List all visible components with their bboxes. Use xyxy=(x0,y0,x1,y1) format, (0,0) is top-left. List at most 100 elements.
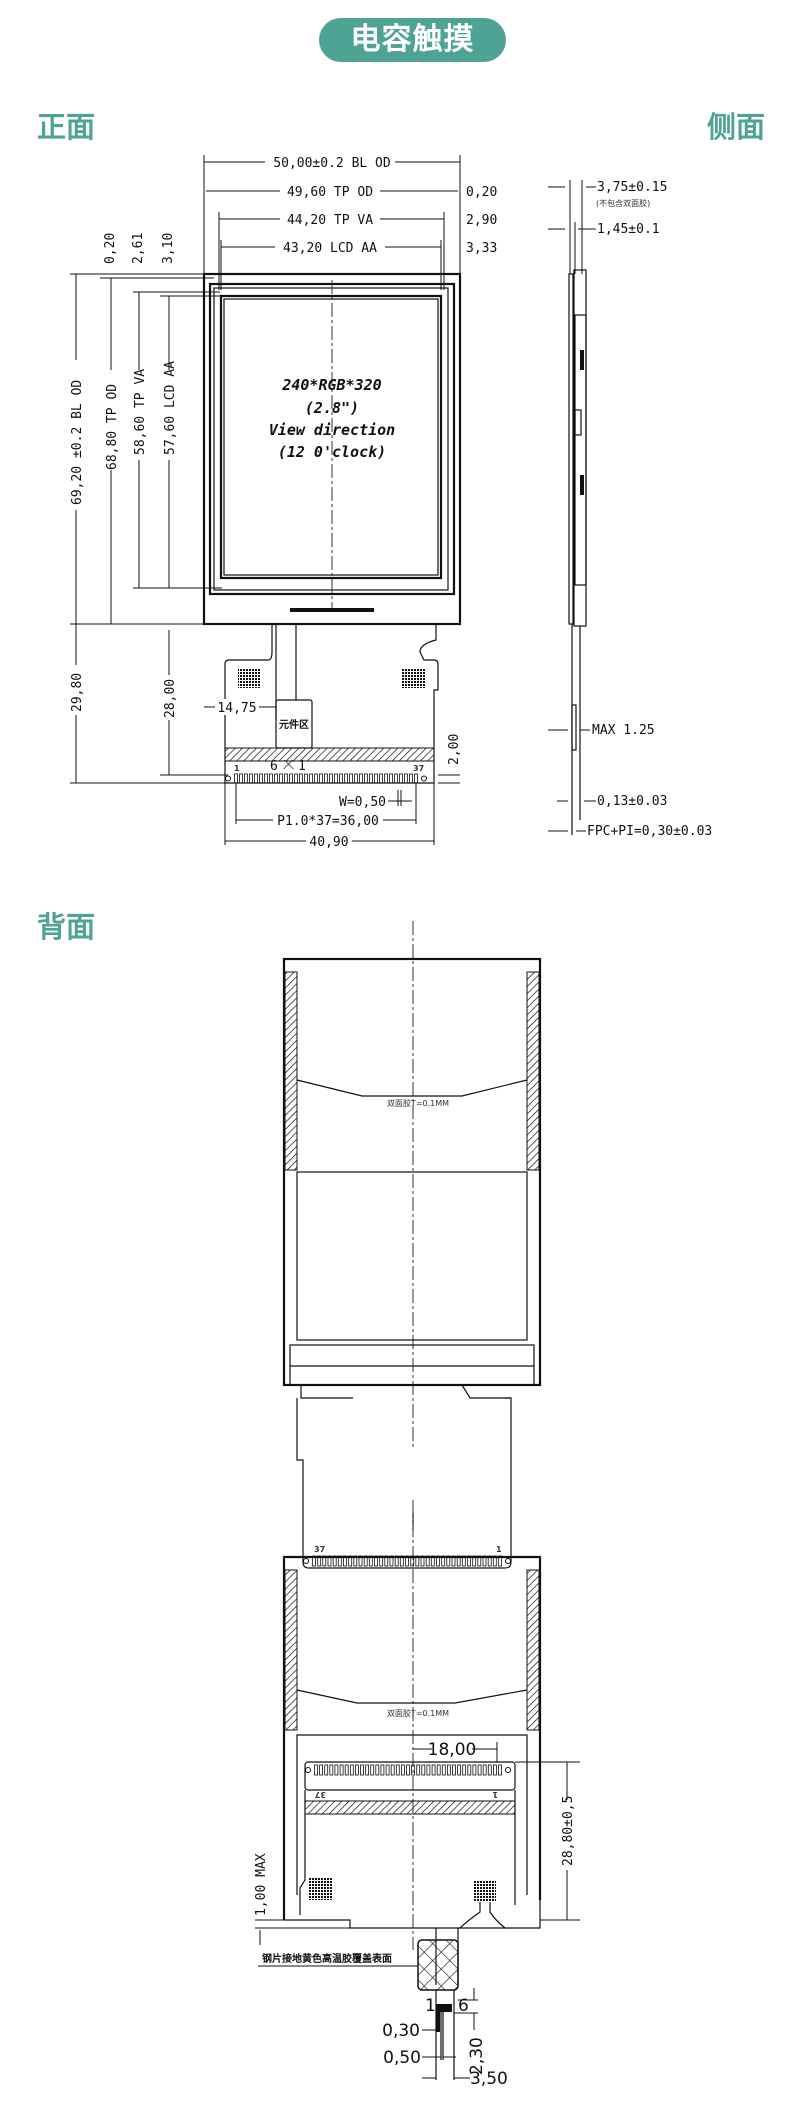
alignment-hole xyxy=(505,1558,511,1564)
connector-pin xyxy=(414,773,418,784)
front-ic-pad-right xyxy=(402,668,426,688)
connector-pin xyxy=(314,773,318,784)
connector-pin xyxy=(259,773,263,784)
dim-fpc-width: 40,90 xyxy=(309,835,348,850)
connector-pin xyxy=(389,773,393,784)
dim-lcd-aa-height: 57,60 LCD AA xyxy=(163,361,178,455)
section-back-label: 背面 xyxy=(37,910,96,944)
dim-tp-od-width: 49,60 TP OD xyxy=(287,185,373,200)
dim-18-00: 18,00 xyxy=(428,1740,477,1760)
dim-29-80: 29,80 xyxy=(70,673,85,712)
component-area-label: 元件区 xyxy=(279,718,309,731)
connector-pin xyxy=(452,1764,456,1776)
connector-pin xyxy=(329,773,333,784)
connector-pin xyxy=(349,773,353,784)
back-view-2: 双面胶T=0.1MM 37 1 18,00 28,80±0,5 1,00 MAX xyxy=(254,1500,580,1985)
front-ic-pad-left xyxy=(238,668,260,688)
screen-clock: (12 0'clock) xyxy=(278,443,386,461)
back2-pin-row xyxy=(305,1764,511,1776)
dim-left-2-61: 2,61 xyxy=(131,233,146,264)
connector-pin xyxy=(244,773,248,784)
dim-2-30: 2,30 xyxy=(467,2037,487,2075)
connector-pin xyxy=(482,1764,487,1776)
dim-left-3-10: 3,10 xyxy=(161,233,176,264)
front-view: 50,00±0.2 BL OD 49,60 TP OD 44,20 TP VA … xyxy=(68,154,497,850)
connector-pin xyxy=(264,773,268,784)
detail-pin-1: 1 xyxy=(425,1996,436,2016)
connector-pin xyxy=(329,1764,334,1776)
connector-pin xyxy=(364,773,368,784)
connector-pin xyxy=(359,773,363,784)
connector-pin xyxy=(319,1764,324,1776)
connector-pin xyxy=(467,1764,472,1776)
connector-pin xyxy=(279,773,283,784)
connector-pin xyxy=(299,773,303,784)
ground-detail: 钢片接地黄色高温胶覆盖表面 1 6 0,30 0,50 2,30 3,50 xyxy=(258,1939,508,2089)
connector-pin xyxy=(477,1764,482,1776)
dim-0-30: 0,30 xyxy=(382,2021,420,2041)
connector-pin xyxy=(365,1764,370,1776)
back1-pin-row xyxy=(303,1555,511,1567)
connector-pin xyxy=(334,1764,339,1776)
connector-pin xyxy=(416,1764,421,1776)
back1-pin-37: 37 xyxy=(314,1545,325,1554)
side-thickness: 3,75±0.15 xyxy=(597,180,667,195)
connector-pin xyxy=(239,773,243,784)
dim-tp-od-height: 68,80 TP OD xyxy=(105,384,120,470)
back1-pin-1: 1 xyxy=(496,1545,502,1554)
connector-pin xyxy=(421,1764,426,1776)
connector-pin xyxy=(354,773,358,784)
connector-pin xyxy=(360,1764,364,1776)
dim-28-00: 28,00 xyxy=(163,679,178,718)
dim-bl-od-width: 50,00±0.2 BL OD xyxy=(273,156,391,171)
connector-pin xyxy=(284,773,288,784)
side-fpc-pi: FPC+PI=0,30±0.03 xyxy=(587,824,712,839)
connector-pin xyxy=(274,773,278,784)
connector-pin xyxy=(395,1764,400,1776)
connector-pin xyxy=(492,1764,497,1776)
dim-2-00: 2,00 xyxy=(447,734,462,765)
front-mark-6: 6 xyxy=(270,759,278,774)
dim-28-80: 28,80±0,5 xyxy=(561,1796,576,1866)
front-pin-37: 37 xyxy=(413,764,424,773)
dim-lcd-aa-width: 43,20 LCD AA xyxy=(283,241,377,256)
connector-pin xyxy=(409,773,413,784)
front-mark-1: 1 xyxy=(298,759,306,774)
connector-pin xyxy=(234,773,238,784)
dim-1-00-max: 1,00 MAX xyxy=(254,1853,269,1916)
dim-right-0-20: 0,20 xyxy=(466,185,497,200)
side-view: 3,75±0.15 (不包含双面胶) 1,45±0.1 MAX 1.25 0,1… xyxy=(548,180,712,839)
back1-tape-note: 双面胶T=0.1MM xyxy=(387,1098,449,1108)
screen-view-direction: View direction xyxy=(269,421,395,439)
dim-right-3-33: 3,33 xyxy=(466,241,497,256)
connector-pin xyxy=(446,1764,451,1776)
back2-pin-1: 1 xyxy=(492,1790,498,1799)
connector-pin xyxy=(324,1764,329,1776)
connector-pin xyxy=(324,773,328,784)
alignment-hole xyxy=(303,1558,309,1564)
connector-pin xyxy=(379,773,383,784)
connector-pin xyxy=(400,1764,405,1776)
connector-pin xyxy=(354,1764,359,1776)
connector-pin xyxy=(319,773,323,784)
alignment-hole xyxy=(421,775,427,782)
back-view-1: 双面胶T=0.1MM 37 1 xyxy=(282,921,542,1569)
front-pin-1: 1 xyxy=(234,764,240,773)
connector-pin xyxy=(441,1764,446,1776)
connector-pin xyxy=(349,1764,354,1776)
connector-pin xyxy=(380,1764,385,1776)
connector-pin xyxy=(249,773,253,784)
side-max: MAX 1.25 xyxy=(592,723,655,738)
connector-pin xyxy=(339,773,343,784)
connector-pin xyxy=(385,1764,390,1776)
dim-tp-va-height: 58,60 TP VA xyxy=(133,369,148,455)
dim-right-2-90: 2,90 xyxy=(466,213,497,228)
screen-resolution: 240*RGB*320 xyxy=(281,376,381,394)
connector-pin xyxy=(404,773,408,784)
connector-pin xyxy=(384,773,388,784)
connector-pin xyxy=(411,1764,416,1776)
connector-pin xyxy=(390,1764,395,1776)
connector-pin xyxy=(487,1764,492,1776)
connector-pin xyxy=(254,773,258,784)
connector-pin xyxy=(294,773,298,784)
